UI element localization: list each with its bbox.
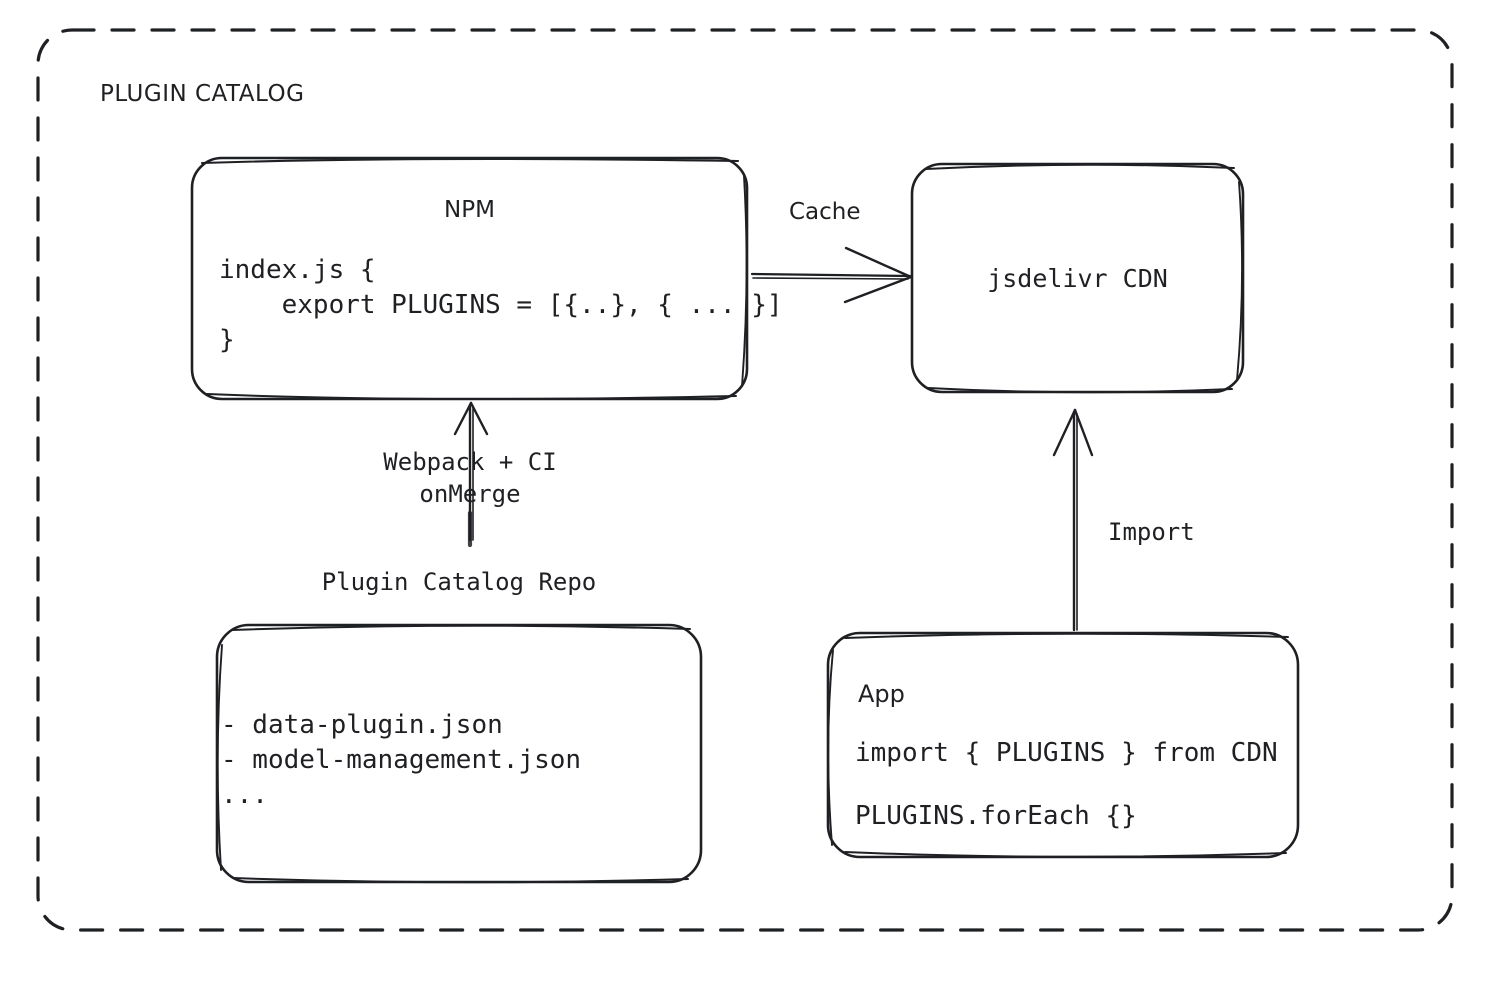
app-code-line-foreach: PLUGINS.forEach {} bbox=[855, 801, 1137, 831]
app-box-sketch-overlay-3 bbox=[844, 851, 1287, 858]
npm-code-block: index.js { export PLUGINS = [{..}, { ...… bbox=[219, 255, 783, 355]
import-edge-label: Import bbox=[1108, 518, 1195, 546]
cache-edge-label: Cache bbox=[789, 199, 861, 225]
npm-node-title: NPM bbox=[444, 197, 495, 223]
repo-file-list: - data-plugin.json - model-management.js… bbox=[221, 710, 582, 810]
cdn-box-sketch-overlay bbox=[925, 163, 1235, 170]
webpack-ci-edge-label: Webpack + CI onMerge bbox=[383, 448, 557, 508]
import-arrow bbox=[1052, 408, 1094, 632]
cdn-node-title: jsdelivr CDN bbox=[987, 264, 1168, 293]
app-box-sketch-overlay bbox=[844, 632, 1289, 639]
app-box-sketch-overlay-2 bbox=[827, 649, 834, 846]
repo-node-caption: Plugin Catalog Repo bbox=[321, 568, 597, 596]
repo-box-sketch-overlay bbox=[231, 624, 691, 631]
cdn-box-sketch-overlay-3 bbox=[927, 387, 1233, 394]
npm-box-sketch-overlay-3 bbox=[206, 393, 737, 401]
app-node-title: App bbox=[858, 680, 905, 708]
repo-box-sketch-overlay-3 bbox=[232, 877, 689, 884]
plugin-catalog-title: PLUGIN CATALOG bbox=[100, 81, 305, 107]
npm-box-sketch-overlay bbox=[200, 157, 740, 165]
app-code-line-import: import { PLUGINS } from CDN bbox=[855, 738, 1278, 768]
